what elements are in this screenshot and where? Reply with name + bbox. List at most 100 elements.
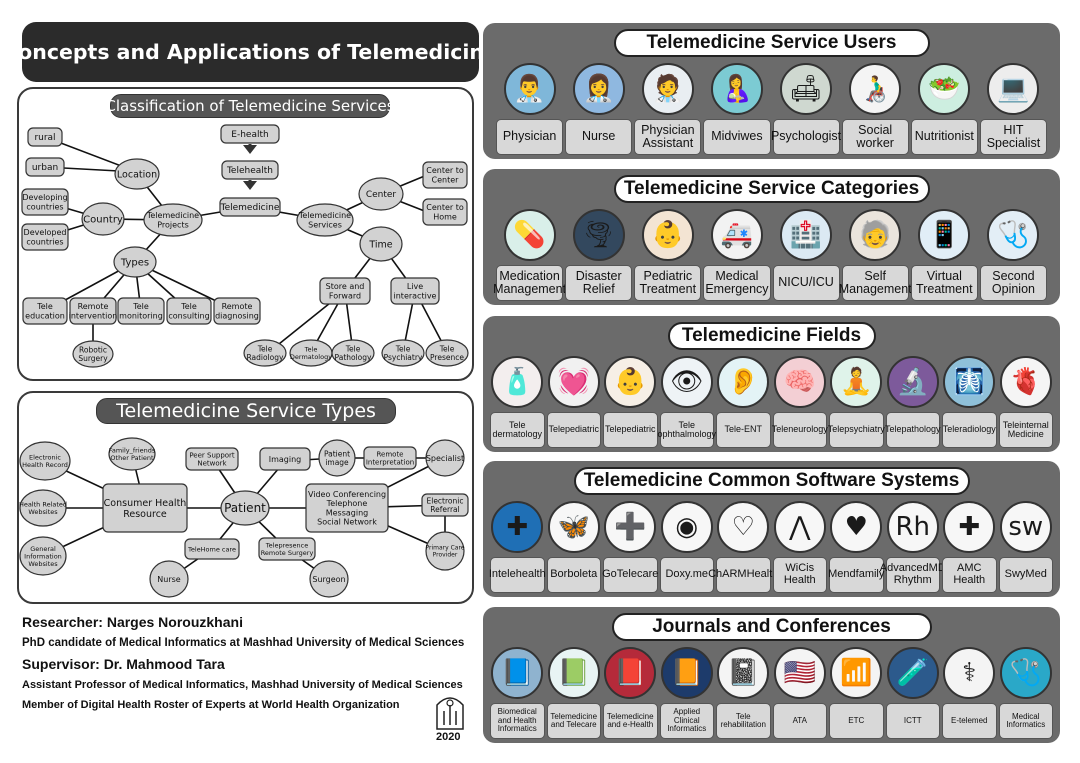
svg-text:consulting: consulting <box>168 311 209 320</box>
node-imaging: Imaging <box>259 447 311 471</box>
doxyme-logo-icon: ◉ <box>660 501 713 553</box>
svg-text:Social Network: Social Network <box>317 518 377 527</box>
svg-text:Consumer Health: Consumer Health <box>104 498 187 509</box>
year-label: 2020 <box>436 731 461 743</box>
item-label: Medical Informatics <box>998 703 1053 739</box>
swymed-logo-icon: sw <box>999 501 1052 553</box>
self-management-icon: 🧓 <box>849 209 902 261</box>
svg-text:Health Record: Health Record <box>22 461 68 469</box>
svg-text:Radiology: Radiology <box>247 353 285 362</box>
svg-text:Developed: Developed <box>24 228 67 237</box>
item-label: Teleradiology <box>942 412 997 448</box>
item-label: Biomedical and Health Informatics <box>490 703 545 739</box>
svg-text:Specialist: Specialist <box>426 454 464 463</box>
svg-text:Center: Center <box>366 190 397 200</box>
svg-text:Referral: Referral <box>430 505 459 514</box>
item-label: WiCis Health <box>772 557 827 593</box>
item-label: Virtual Treatment <box>910 265 978 301</box>
svg-text:Tele: Tele <box>345 344 361 353</box>
item-label: Telepathology <box>885 412 941 448</box>
svg-text:Provider: Provider <box>433 552 458 559</box>
item-tele-dermatology: 🧴 Tele dermatology <box>490 356 545 448</box>
item-label: Teleinternal Medicine <box>998 412 1053 448</box>
panel-title: Telemedicine Fields <box>667 322 876 350</box>
svg-text:Services: Services <box>308 220 342 229</box>
item-label: Nutritionist <box>910 119 978 155</box>
node-specialist: Specialist <box>425 439 465 477</box>
item-label: Telepsychiatry <box>828 412 885 448</box>
node-telehealth: Telehealth <box>221 160 279 180</box>
item-label: Teleneurology <box>772 412 828 448</box>
svg-text:Robotic: Robotic <box>79 345 107 354</box>
dermatology-icon: 🧴 <box>491 356 544 408</box>
svg-text:Primary Care: Primary Care <box>426 545 465 552</box>
item-midviwes: 🤱Midviwes <box>703 63 771 155</box>
svg-text:Interpretation: Interpretation <box>366 458 414 466</box>
panel-telemedicine-fields: Telemedicine Fields 🧴 Tele dermatology💓 Tel… <box>483 316 1060 452</box>
item-wicis-health: ⋀WiCis Health <box>772 501 827 593</box>
svg-text:Pathology: Pathology <box>335 353 372 362</box>
ictt-logo-icon: 🧪 <box>886 647 939 699</box>
telepediatric-heart-icon: 💓 <box>547 356 600 408</box>
svg-text:Tele: Tele <box>180 302 197 311</box>
item-label: Physician Assistant <box>634 119 702 155</box>
item-label: Second Opinion <box>979 265 1047 301</box>
psychiatry-icon: 🧘 <box>830 356 883 408</box>
item-pediatric-treatment: 👶Pediatric Treatment <box>634 209 702 301</box>
item-physician: 👨‍⚕️Physician <box>496 63 564 155</box>
classification-heading: Classification of Telemedicine Services <box>105 94 395 118</box>
svg-text:Health Related: Health Related <box>19 501 67 509</box>
item-label: Telemedicine and Telecare <box>546 703 601 739</box>
item-ata: 🇺🇸ATA <box>772 647 827 739</box>
svg-text:Telemedicine: Telemedicine <box>220 203 280 213</box>
internal-medicine-icon: 🫀 <box>999 356 1052 408</box>
panel-journals-and-conferences: Journals and Conferences📘Biomedical and … <box>483 607 1060 743</box>
svg-text:Resource: Resource <box>123 509 167 520</box>
svg-text:Surgeon: Surgeon <box>312 575 345 584</box>
svg-text:Tele: Tele <box>36 302 53 311</box>
item-tele-rehabilitation: 📓Tele rehabilitation <box>716 647 771 739</box>
svg-text:Dermatology: Dermatology <box>290 353 332 361</box>
supervisor-name: Supervisor: Dr. Mahmood Tara <box>22 656 225 672</box>
panel-title: Telemedicine Common Software Systems <box>573 467 970 495</box>
item-mendfamily: ♥Mendfamily <box>828 501 884 593</box>
svg-text:Remote Surgery: Remote Surgery <box>261 549 314 557</box>
svg-text:Messaging: Messaging <box>326 508 369 517</box>
svg-text:countries: countries <box>26 237 63 246</box>
item-label: Social worker <box>841 119 909 155</box>
svg-text:Center to: Center to <box>426 166 464 175</box>
item-label: Self Management <box>839 265 912 301</box>
item-label: Pediatric Treatment <box>634 265 702 301</box>
item-label: E-telemed <box>942 703 997 739</box>
svg-text:intervention: intervention <box>69 311 118 320</box>
item-label: Tele dermatology <box>490 412 545 448</box>
item-social-worker: 👨‍🦽 Social worker <box>841 63 909 155</box>
node-urban: urban <box>25 157 65 177</box>
svg-text:Other Patient: Other Patient <box>110 454 154 462</box>
panel-telemedicine-common-software-systems: Telemedicine Common Software Systems ✚Int… <box>483 461 1060 597</box>
svg-text:Websites: Websites <box>28 508 58 516</box>
svg-text:Forward: Forward <box>329 291 361 300</box>
item-label: Physician <box>496 119 564 155</box>
panel-telemedicine-service-users: Telemedicine Service Users👨‍⚕️Physician👩… <box>483 23 1060 159</box>
item-applied-clinical-informatics: 📙Applied Clinical Informatics <box>659 647 714 739</box>
svg-text:education: education <box>25 311 65 320</box>
item-intelehealth: ✚Intelehealth <box>489 501 546 593</box>
svg-text:Imaging: Imaging <box>269 455 302 464</box>
item-disaster-relief: 🌪Disaster Relief <box>565 209 633 301</box>
item-teleneurology: 🧠Teleneurology <box>772 356 828 448</box>
page-title: Concepts and Applications of Telemedicin… <box>3 22 498 82</box>
svg-text:Developing: Developing <box>22 193 67 202</box>
svg-text:E-health: E-health <box>231 130 268 140</box>
social-worker-icon: 👨‍🦽 <box>849 63 902 115</box>
item-label: Telepediatric <box>546 412 601 448</box>
node-telehome: TeleHome care <box>184 538 240 560</box>
member-line: Member of Digital Health Roster of Exper… <box>22 699 400 711</box>
ambulance-icon: 🚑 <box>710 209 763 261</box>
